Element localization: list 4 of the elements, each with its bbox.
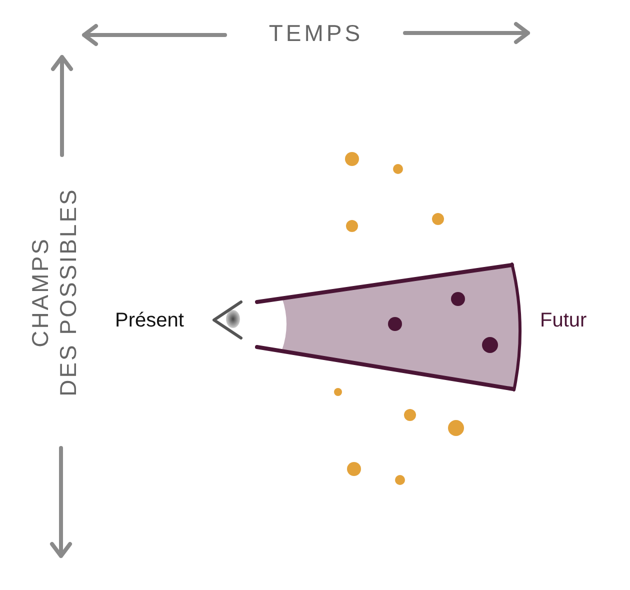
axis-title: TEMPS <box>268 20 364 46</box>
axis-title: CHAMPS DES POSSIBLES <box>26 188 82 396</box>
text-label: Présent <box>115 310 184 332</box>
text-label: Futur <box>540 310 587 332</box>
